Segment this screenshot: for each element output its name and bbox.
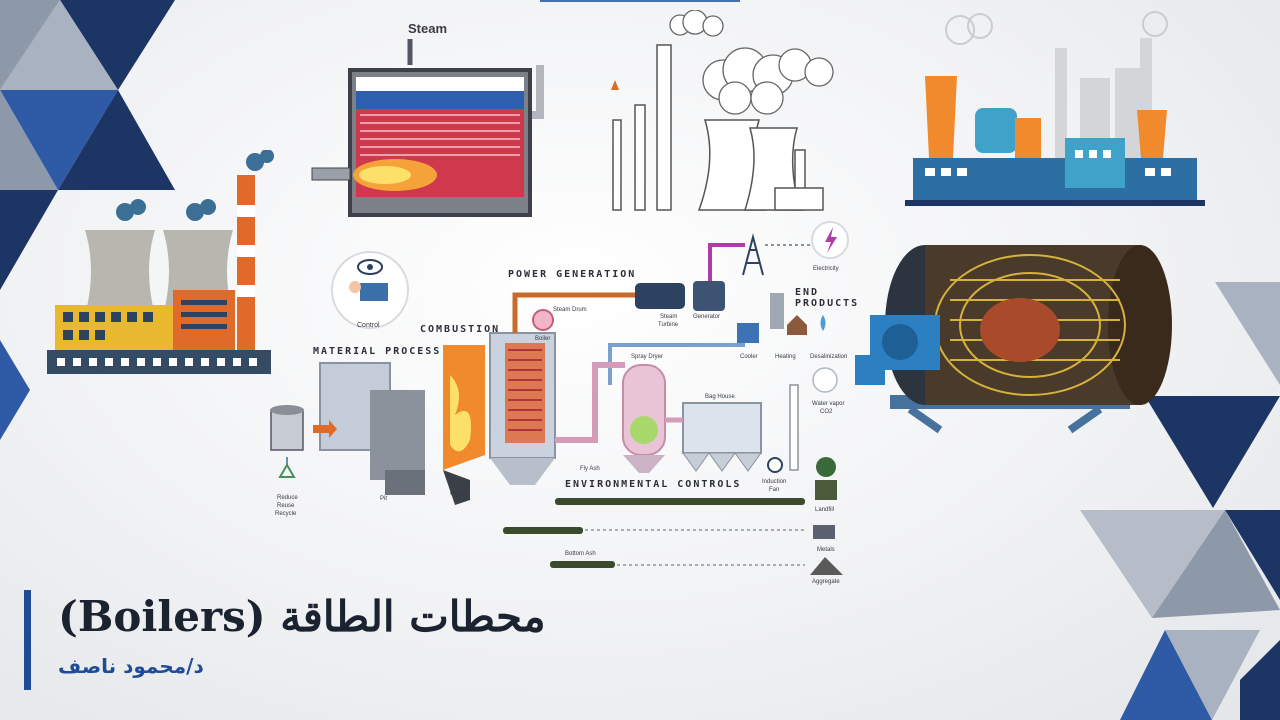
svg-text:Spray Dryer: Spray Dryer (631, 354, 663, 360)
svg-text:Electricity: Electricity (813, 266, 839, 272)
svg-text:Bag House: Bag House (705, 394, 735, 400)
svg-text:Reuse: Reuse (277, 503, 295, 509)
svg-text:Metals: Metals (817, 547, 835, 553)
industrial-plant-illustration (905, 11, 1205, 206)
svg-text:Heating: Heating (775, 354, 796, 360)
svg-text:Control: Control (357, 322, 380, 329)
cooling-towers-sketch (611, 10, 834, 211)
slide-author: د/محمود ناصف (58, 654, 204, 678)
svg-text:Steam: Steam (660, 314, 677, 320)
svg-text:Desalinization: Desalinization (810, 354, 847, 360)
svg-text:Fan: Fan (769, 487, 779, 493)
combustion-header: COMBUSTION (420, 324, 500, 335)
title-accent-bar (24, 590, 31, 690)
svg-text:Water vapor: Water vapor (812, 401, 844, 407)
svg-text:Grate: Grate (450, 491, 466, 497)
svg-text:Reduce: Reduce (277, 495, 298, 501)
svg-text:Steam Drum: Steam Drum (553, 307, 587, 313)
svg-text:CO2: CO2 (820, 409, 833, 415)
svg-text:Induction: Induction (762, 479, 786, 485)
power-plant-illustration (47, 150, 274, 374)
svg-text:Turbine: Turbine (658, 322, 679, 328)
svg-text:Generator: Generator (693, 314, 720, 320)
end-products-header: END (795, 287, 819, 298)
material-process-header: MATERIAL PROCESS (313, 346, 441, 357)
svg-text:Landfill: Landfill (815, 507, 834, 513)
svg-text:PRODUCTS: PRODUCTS (795, 298, 859, 309)
svg-text:Boiler: Boiler (535, 336, 550, 342)
industrial-boiler-3d (855, 245, 1172, 434)
svg-text:Pit: Pit (380, 496, 387, 502)
electricity-icon (825, 227, 837, 253)
svg-text:Cooler: Cooler (740, 354, 758, 360)
svg-text:Recycle: Recycle (275, 511, 297, 517)
steam-label: Steam (408, 21, 447, 36)
recycle-icon (278, 463, 296, 478)
environmental-controls-header: ENVIRONMENTAL CONTROLS (565, 479, 741, 490)
svg-text:Aggregate: Aggregate (812, 579, 840, 585)
svg-text:Fly Ash: Fly Ash (580, 466, 600, 472)
slide-title: محطات الطاقة (Boilers) (58, 592, 546, 641)
power-generation-header: POWER GENERATION (508, 269, 636, 280)
waste-to-energy-process-diagram: Control POWER GENERATION COMBUSTION MATE… (270, 221, 859, 585)
svg-text:Bottom Ash: Bottom Ash (565, 551, 596, 557)
fire-tube-boiler-diagram: Steam (311, 21, 544, 217)
